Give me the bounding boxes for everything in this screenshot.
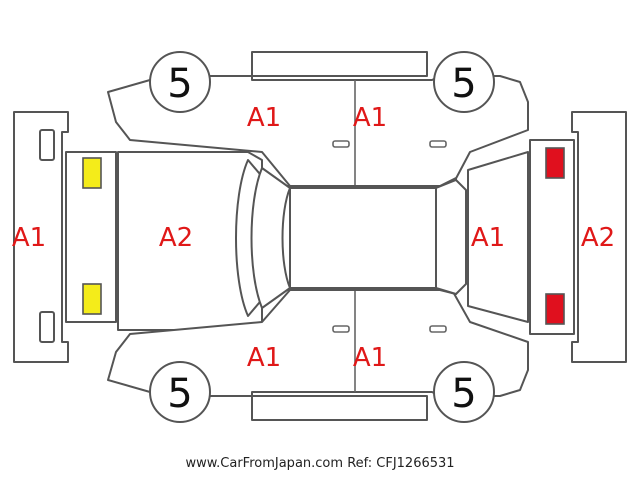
rear-bumper [571, 111, 627, 363]
tire-grade-rear-right: 5 [451, 371, 476, 417]
front-right-lamp [82, 283, 102, 315]
front-left-tire [149, 51, 211, 113]
grade-left-rear-door: A1 [353, 103, 387, 133]
front-bumper-slot-bottom [39, 311, 55, 343]
grade-tailgate: A1 [471, 223, 505, 253]
left-front-door-handle [332, 140, 350, 148]
rear-left-tire [433, 51, 495, 113]
front-bumper-slot-top [39, 129, 55, 161]
left-side-body [107, 75, 529, 187]
footer: www.CarFromJapan.com Ref: CFJ1266531 [0, 456, 640, 471]
front-right-tire [149, 361, 211, 423]
grade-right-rear-door: A1 [353, 343, 387, 373]
front-left-lamp [82, 157, 102, 189]
right-front-door-handle [332, 325, 350, 333]
right-side-skirt [251, 395, 428, 421]
right-rear-door-handle [429, 325, 447, 333]
grade-front-bumper: A1 [12, 223, 46, 253]
front-bumper [13, 111, 69, 363]
tire-grade-front-left: 5 [167, 61, 192, 107]
right-side-body [107, 289, 529, 397]
tire-grade-front-right: 5 [167, 371, 192, 417]
rear-right-tire [433, 361, 495, 423]
left-side-skirt [251, 51, 428, 77]
roof [289, 187, 437, 289]
tire-grade-rear-left: 5 [451, 61, 476, 107]
footer-website: www.CarFromJapan.com [185, 456, 344, 471]
rear-window [435, 179, 467, 295]
rear-left-lamp [545, 147, 565, 179]
windshield [250, 167, 291, 309]
grade-rear-bumper: A2 [581, 223, 615, 253]
rear-right-lamp [545, 293, 565, 325]
tailgate [467, 151, 529, 323]
grade-hood: A2 [159, 223, 193, 253]
footer-ref: Ref: CFJ1266531 [347, 456, 455, 471]
grade-right-front-door: A1 [247, 343, 281, 373]
left-rear-door-handle [429, 140, 447, 148]
grade-left-front-door: A1 [247, 103, 281, 133]
